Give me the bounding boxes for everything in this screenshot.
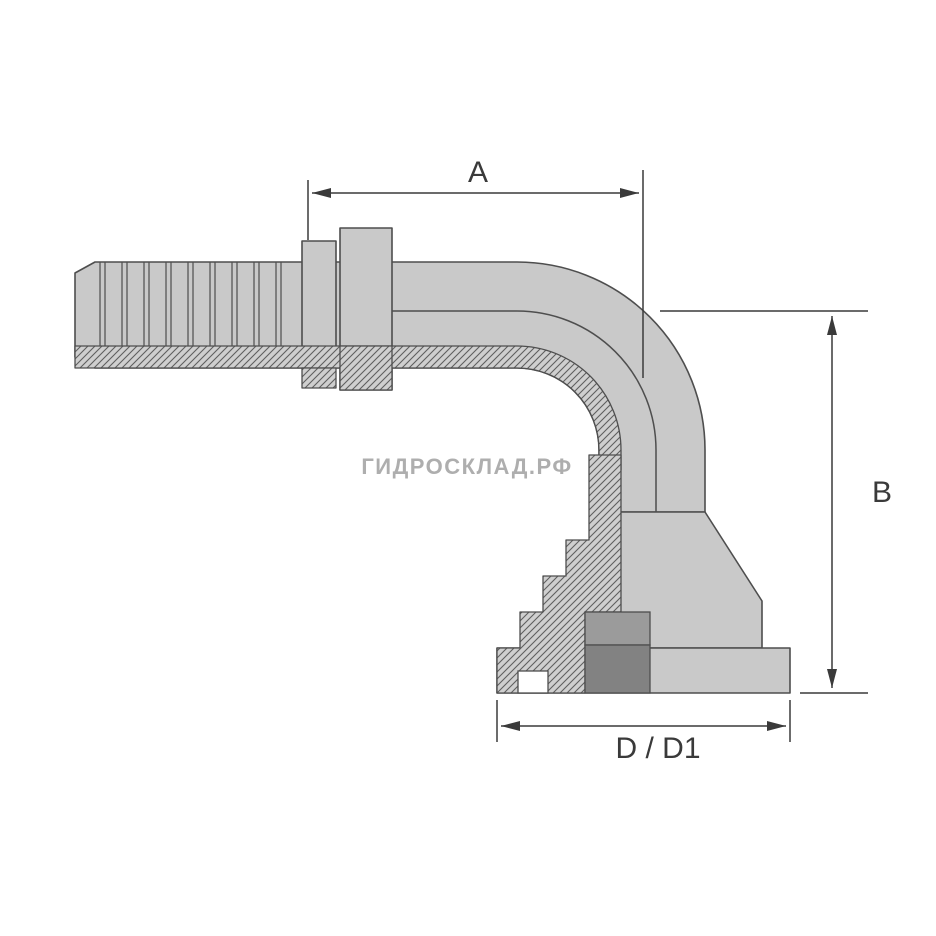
dimension-b-label: B bbox=[872, 476, 892, 509]
dimension-a-label: A bbox=[468, 156, 488, 189]
collar-section-hatch bbox=[301, 367, 337, 389]
dimension-d-label: D / D1 bbox=[615, 732, 700, 765]
dimension-b bbox=[660, 310, 868, 694]
flange-bore bbox=[584, 611, 651, 694]
nut-section-hatch bbox=[339, 345, 393, 391]
flange-bore-lower bbox=[584, 644, 651, 694]
flange-bore-upper bbox=[584, 611, 651, 646]
flange-notch bbox=[517, 670, 549, 694]
dimension-d bbox=[496, 700, 791, 742]
dimensions bbox=[307, 170, 868, 742]
section-hatching bbox=[74, 345, 622, 694]
dimension-a bbox=[307, 170, 644, 378]
bore-line bbox=[392, 310, 657, 512]
watermark-text: ГИДРОСКЛАД.РФ bbox=[361, 454, 572, 479]
barb-ribs bbox=[99, 262, 282, 346]
